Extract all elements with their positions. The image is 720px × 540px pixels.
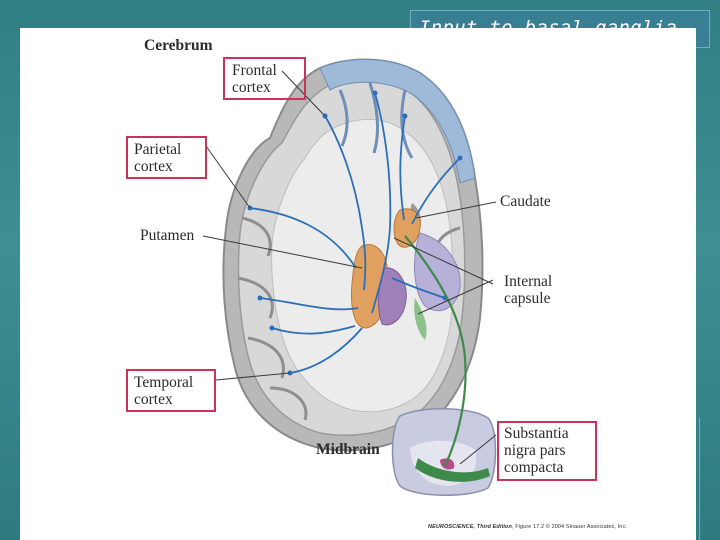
red-nucleus bbox=[440, 458, 455, 470]
internal-capsule-label: Internal capsule bbox=[504, 273, 552, 307]
temporal-cortex-label: Temporal cortex bbox=[134, 374, 193, 408]
substantia-nigra-region bbox=[415, 458, 490, 482]
figure-credit: NEUROSCIENCE, Third Edition, Figure 17.2… bbox=[428, 524, 627, 530]
sn-line3: compacta bbox=[504, 459, 564, 476]
temporal-line1: Temporal bbox=[134, 374, 194, 391]
credit-book: NEUROSCIENCE, Third Edition bbox=[428, 524, 512, 530]
frontal-cortex-fold bbox=[338, 82, 414, 159]
substantia-nigra-highlight-box bbox=[497, 421, 597, 481]
parietal-highlight-box bbox=[126, 136, 207, 179]
parietal-cortex-label: Parietal cortex bbox=[134, 141, 181, 175]
cortical-projections bbox=[249, 92, 461, 374]
credit-rest: , Figure 17.2 © 2004 Sinauer Associates,… bbox=[511, 524, 627, 530]
substantia-nigra-label: Substantia nigra pars compacta bbox=[504, 425, 569, 476]
parietal-line2: cortex bbox=[134, 158, 173, 175]
figure-panel: Cerebrum Midbrain Frontal cortex Parieta… bbox=[20, 28, 696, 540]
frontal-highlight-box bbox=[223, 57, 306, 100]
temporal-line2: cortex bbox=[134, 391, 173, 408]
midbrain-heading: Midbrain bbox=[316, 441, 380, 458]
internal-capsule-region bbox=[414, 298, 427, 340]
sn-line2: nigra pars bbox=[504, 442, 566, 459]
globus-pallidus bbox=[377, 267, 407, 326]
cerebrum-heading: Cerebrum bbox=[144, 37, 213, 54]
frontal-cortex-region bbox=[319, 59, 476, 184]
frontal-line1: Frontal bbox=[232, 62, 277, 79]
label-leader-lines bbox=[202, 70, 497, 465]
frontal-line2: cortex bbox=[232, 79, 271, 96]
sn-line1: Substantia bbox=[504, 425, 569, 442]
parietal-line1: Parietal bbox=[134, 141, 182, 158]
nigrostriatal-pathway bbox=[404, 235, 467, 467]
internal-line2: capsule bbox=[504, 290, 551, 307]
slide-decoration bbox=[699, 418, 720, 540]
temporal-highlight-box bbox=[126, 369, 216, 412]
brain-illustration bbox=[202, 58, 497, 496]
frontal-cortex-label: Frontal cortex bbox=[232, 62, 277, 96]
sulci bbox=[237, 216, 461, 421]
putamen-label: Putamen bbox=[140, 227, 195, 244]
internal-line1: Internal bbox=[504, 273, 553, 290]
caudate-label: Caudate bbox=[500, 193, 551, 210]
